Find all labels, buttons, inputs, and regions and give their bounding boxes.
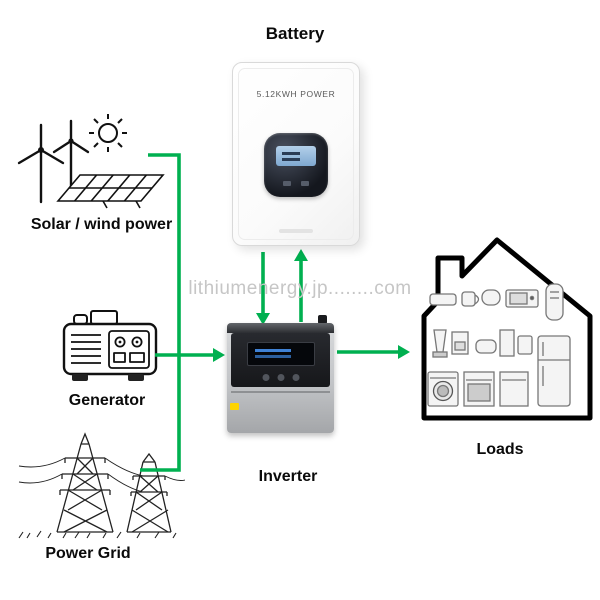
power-grid-icon <box>18 432 185 539</box>
arrowhead-to-inverter <box>213 348 225 362</box>
solar-panel-icon <box>56 174 165 209</box>
inverter-logo <box>230 403 239 410</box>
inverter-antenna <box>318 315 327 324</box>
generator-label: Generator <box>68 392 146 409</box>
inverter-seam <box>231 391 330 393</box>
sources-trunk-line <box>140 153 181 472</box>
battery-brand-logo <box>279 229 313 233</box>
battery-unit: 5.12KWH POWER <box>232 62 360 246</box>
solar-wind-label: Solar / wind power <box>30 216 173 233</box>
power-grid-label: Power Grid <box>45 545 131 562</box>
inverter-unit <box>227 315 334 433</box>
appliances-icon <box>427 283 571 407</box>
inverter-front-panel <box>231 333 330 387</box>
arrowhead-down-to-inverter <box>256 313 270 325</box>
arrowhead-up-to-battery <box>294 249 308 261</box>
battery-indicator-lights <box>283 181 309 186</box>
generator-icon <box>62 310 158 381</box>
inverter-top-cap <box>227 323 334 333</box>
inverter-label: Inverter <box>258 468 318 485</box>
battery-label: Battery <box>265 24 325 43</box>
loads-label: Loads <box>476 441 524 458</box>
battery-lcd-screen <box>276 146 316 166</box>
inverter-buttons <box>262 374 299 381</box>
watermark-text: lithiumenergy.jp........com <box>188 278 412 299</box>
inverter-lcd-screen <box>246 342 315 366</box>
solar-wind-icon <box>17 114 165 209</box>
battery-display <box>264 133 328 197</box>
battery-capacity-text: 5.12KWH POWER <box>256 89 336 99</box>
house-icon <box>421 237 593 421</box>
sun-icon <box>89 114 127 152</box>
arrowhead-to-loads <box>398 345 410 359</box>
